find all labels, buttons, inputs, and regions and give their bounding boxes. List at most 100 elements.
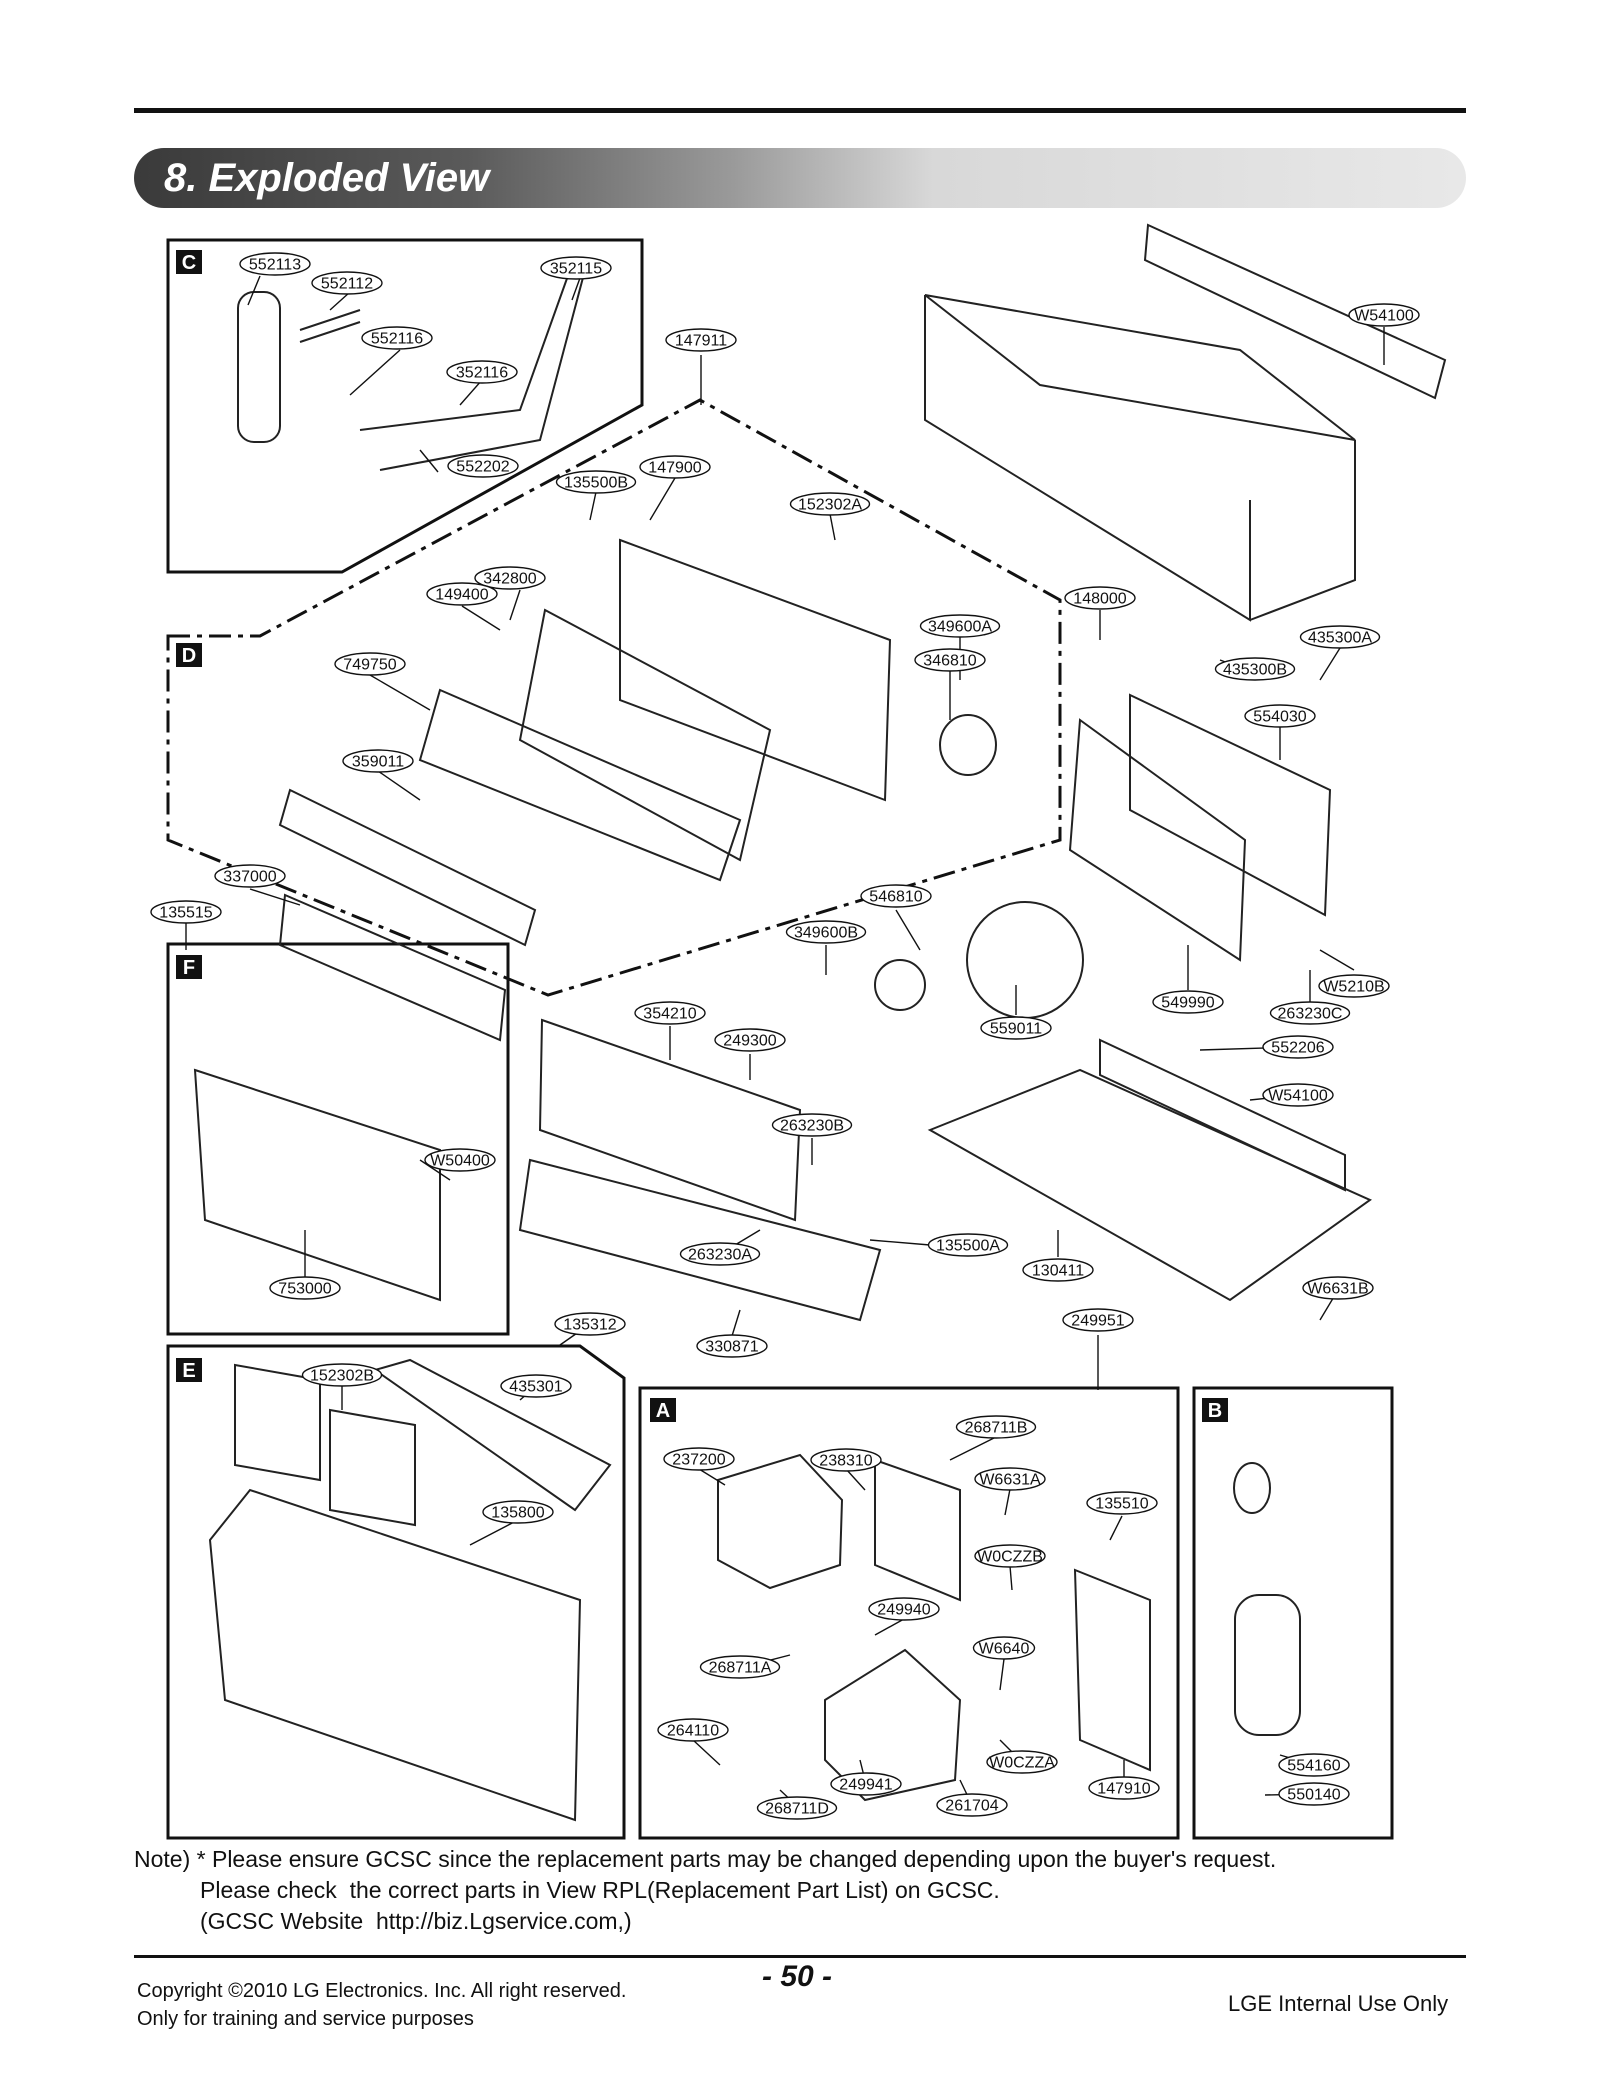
- part-callout-oval: [868, 1597, 940, 1621]
- part-callout-oval: [657, 1718, 729, 1742]
- bottom-rule: [134, 1955, 1466, 1958]
- part-callout-oval: [919, 614, 1001, 638]
- part-labels: 5521135521123521155521163521165522021479…: [150, 252, 1420, 1820]
- box-f-tag: F: [183, 957, 195, 979]
- part-number-label: 135800: [491, 1505, 544, 1522]
- part-number-label: 135312: [563, 1317, 616, 1334]
- control-box-drawing: [717, 1453, 844, 1590]
- part-number-label: 546810: [869, 889, 922, 906]
- condenser-coil-drawing: [1129, 693, 1332, 917]
- part-number-label: 559011: [990, 1021, 1042, 1038]
- part-callout-oval: [555, 470, 637, 494]
- part-number-label: 147911: [675, 333, 727, 350]
- accumulator-drawing: [237, 291, 281, 443]
- part-number-label: 337000: [223, 869, 276, 886]
- note-line-3: (GCSC Website http://biz.Lgservice.com,): [200, 1908, 632, 1934]
- part-number-label: W6631A: [979, 1472, 1041, 1489]
- cross-flow-fan-drawing: [278, 788, 537, 947]
- part-number-label: 249951: [1071, 1313, 1124, 1330]
- part-number-label: 263230C: [1278, 1006, 1343, 1023]
- part-number-label: 152302B: [310, 1368, 374, 1385]
- box-b-frame: [1192, 1386, 1394, 1840]
- part-number-label: 147900: [648, 460, 701, 477]
- part-callout-oval: [554, 1312, 626, 1336]
- part-number-label: 249300: [723, 1033, 776, 1050]
- part-callout-oval: [972, 1636, 1036, 1660]
- part-number-label: 147910: [1097, 1781, 1150, 1798]
- part-callout-oval: [342, 749, 414, 773]
- part-callout-oval: [974, 1544, 1046, 1568]
- part-number-label: 261704: [945, 1798, 998, 1815]
- part-callout-oval: [446, 360, 518, 384]
- part-callout-oval: [239, 252, 311, 276]
- part-callout-oval: [482, 1500, 554, 1524]
- part-callout-oval: [936, 1793, 1008, 1817]
- motor-drawing-1: [939, 714, 997, 776]
- box-c-tag: C: [182, 252, 196, 274]
- part-number-label: 149400: [435, 587, 488, 604]
- part-number-label: W5210B: [1323, 979, 1384, 996]
- part-number-label: 435300B: [1223, 662, 1287, 679]
- filter-1-drawing: [234, 1363, 321, 1482]
- box-d-frame: [166, 398, 1062, 997]
- part-number-label: 552202: [456, 459, 509, 476]
- part-callout-oval: [1088, 1776, 1160, 1800]
- part-callout-oval: [540, 256, 612, 280]
- part-number-label: 249940: [877, 1602, 930, 1619]
- shroud-drawing: [1068, 718, 1247, 962]
- evaporator-coil-drawing: [538, 1018, 802, 1222]
- back-plate-drawing: [1073, 1568, 1151, 1772]
- part-number-label: 237200: [672, 1452, 725, 1469]
- part-callout-oval: [1214, 657, 1296, 681]
- part-callout-oval: [1318, 974, 1390, 998]
- part-callout-oval: [974, 1467, 1046, 1491]
- part-callout-oval: [955, 1415, 1037, 1439]
- note-line-2: Please check the correct parts in View R…: [200, 1877, 1000, 1903]
- part-number-label: W54100: [1268, 1088, 1328, 1105]
- part-number-label: 352116: [456, 365, 508, 382]
- part-number-label: 342800: [483, 571, 536, 588]
- training-text: Only for training and service purposes: [137, 2008, 474, 2030]
- part-callout-oval: [860, 884, 932, 908]
- part-callout-oval: [1062, 1308, 1134, 1332]
- part-callout-oval: [1278, 1753, 1350, 1777]
- filter-2-drawing: [329, 1408, 416, 1527]
- part-number-label: 152302A: [798, 497, 862, 514]
- part-number-label: W54100: [1354, 308, 1414, 325]
- part-number-label: 552113: [249, 257, 301, 274]
- scroll-housing-drawing: [418, 688, 742, 882]
- part-number-label: 435301: [509, 1379, 562, 1396]
- inlet-grille-drawing: [193, 1068, 441, 1302]
- part-number-label: 268711A: [709, 1660, 772, 1677]
- front-grille-drawing: [208, 1488, 582, 1822]
- drain-pan-drawing: [518, 1158, 882, 1322]
- part-number-label: W0CZZA: [989, 1755, 1055, 1772]
- note-line-1: Note) * Please ensure GCSC since the rep…: [134, 1846, 1277, 1872]
- part-number-label: 554160: [1287, 1758, 1340, 1775]
- part-callout-oval: [1064, 586, 1136, 610]
- part-callout-oval: [426, 582, 498, 606]
- propeller-fan-drawing: [966, 901, 1084, 1019]
- part-number-label: 135500A: [936, 1238, 1000, 1255]
- part-number-label: 346810: [923, 653, 976, 670]
- part-number-label: 435300A: [1308, 630, 1372, 647]
- page-number: - 50 -: [762, 1960, 833, 1993]
- part-callout-oval: [986, 1750, 1058, 1774]
- part-callout-oval: [696, 1334, 768, 1358]
- part-number-label: 749750: [343, 657, 396, 674]
- part-callout-oval: [771, 1113, 853, 1137]
- base-pan-drawing: [927, 1068, 1372, 1302]
- rail-bar-top: [1143, 223, 1447, 400]
- part-number-label: 135500B: [564, 475, 628, 492]
- part-number-label: 552116: [371, 331, 423, 348]
- part-callout-oval: [1348, 303, 1420, 327]
- reversing-valve-drawing: [1233, 1462, 1271, 1514]
- part-number-label: 359011: [352, 754, 404, 771]
- cabinet-sleeve-top: [924, 294, 1356, 441]
- part-callout-oval: [699, 1655, 781, 1679]
- part-callout-oval: [1269, 1001, 1351, 1025]
- part-number-label: 264110: [667, 1723, 719, 1740]
- box-a-frame: [638, 1386, 1180, 1840]
